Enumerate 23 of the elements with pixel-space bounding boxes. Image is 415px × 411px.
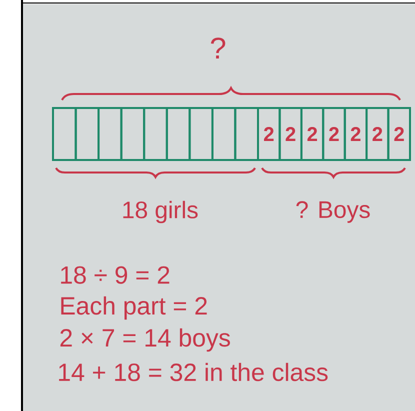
bar-cell — [211, 107, 236, 161]
bar-cell — [143, 107, 168, 161]
question-mark: ? — [210, 38, 226, 58]
bar-cell — [120, 107, 146, 161]
bar-cell — [98, 107, 122, 161]
bar-cell — [234, 107, 259, 161]
numbered-bar-cell: 2 — [366, 107, 390, 161]
numbered-bar-cell: 2 — [257, 107, 281, 161]
numbered-bar-cell: 2 — [278, 107, 302, 161]
numbered-bar-cell: 2 — [322, 107, 346, 161]
equation: 14 + 18 = 32 in the class — [59, 362, 328, 382]
numbered-bar-cell: 2 — [344, 107, 368, 161]
equation: 2 × 7 = 14 boys — [60, 328, 230, 352]
bar-cell — [52, 107, 77, 161]
numbered-bar-cell: 2 — [300, 107, 324, 161]
bar-cell — [74, 107, 100, 161]
brace-label: ? Boys — [296, 201, 370, 223]
bar-cell — [166, 107, 191, 161]
equation: 18 ÷ 9 = 2 — [61, 266, 170, 284]
brace-label: 18 girls — [123, 200, 198, 224]
bar-cell — [188, 107, 214, 161]
numbered-bar-cell: 2 — [387, 107, 411, 161]
equation: Each part = 2 — [61, 296, 207, 320]
